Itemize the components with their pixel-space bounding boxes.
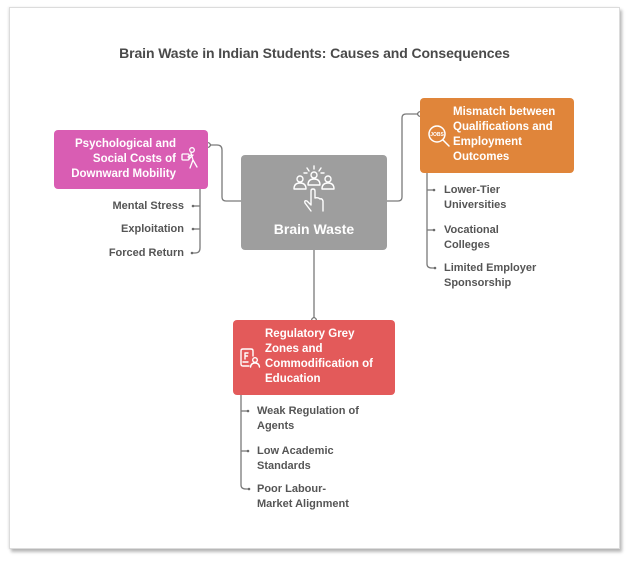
node-label: Regulatory Grey Zones and Commodificatio… bbox=[265, 327, 393, 387]
document-user-icon bbox=[240, 348, 261, 368]
item-line: Vocational bbox=[444, 224, 499, 236]
label-line: Downward Mobility bbox=[71, 168, 176, 180]
branch-line-regulatory bbox=[240, 395, 249, 490]
item-line: Lower-Tier bbox=[444, 184, 501, 196]
list-item-limited-employer-sponsorship: Limited Employer Sponsorship bbox=[444, 261, 536, 291]
svg-text:JOBS: JOBS bbox=[430, 132, 444, 138]
job-search-icon: JOBS bbox=[428, 125, 450, 147]
item-line: Colleges bbox=[444, 239, 490, 251]
label-line: Regulatory Grey bbox=[265, 328, 355, 340]
node-label: Mismatch between Qualifications and Empl… bbox=[453, 105, 573, 165]
list-item-forced-return: Forced Return bbox=[108, 247, 184, 259]
node-label: Psychological and Social Costs of Downwa… bbox=[46, 137, 176, 182]
label-line: Psychological and bbox=[75, 138, 176, 150]
node-qualification-mismatch[interactable]: JOBS Mismatch between Qualifications and… bbox=[420, 98, 574, 173]
node-brain-waste[interactable]: Brain Waste bbox=[241, 155, 387, 250]
item-line: Poor Labour- bbox=[257, 483, 327, 495]
item-line: Agents bbox=[257, 420, 295, 432]
item-line: Weak Regulation of bbox=[257, 405, 359, 417]
list-item-lower-tier-universities: Lower-Tier Universities bbox=[444, 183, 506, 213]
list-item-low-academic-standards: Low Academic Standards bbox=[257, 444, 334, 474]
label-line: Employment bbox=[453, 136, 523, 148]
node-label: Brain Waste bbox=[273, 221, 355, 237]
label-line: Mismatch between bbox=[453, 106, 556, 118]
item-line: Universities bbox=[444, 199, 507, 211]
item-line: Standards bbox=[257, 460, 311, 472]
list-item-poor-labour-market-alignment: Poor Labour- Market Alignment bbox=[257, 482, 349, 512]
label-line: Social Costs of bbox=[92, 153, 176, 165]
branch-line-psychological bbox=[192, 189, 201, 254]
list-item-vocational-colleges: Vocational Colleges bbox=[444, 223, 499, 253]
label-line: Commodification of bbox=[265, 358, 373, 370]
list-item-mental-stress: Mental Stress bbox=[112, 200, 184, 212]
node-regulatory-grey-zones[interactable]: Regulatory Grey Zones and Commodificatio… bbox=[233, 320, 395, 395]
list-item-exploitation: Exploitation bbox=[121, 223, 184, 235]
item-line: Low Academic bbox=[257, 445, 334, 457]
connector-center-to-mismatch bbox=[387, 113, 420, 202]
list-item-weak-regulation-of-agents: Weak Regulation of Agents bbox=[257, 404, 359, 434]
person-carrying-box-icon bbox=[181, 147, 198, 169]
item-line: Sponsorship bbox=[444, 277, 512, 289]
branch-line-mismatch bbox=[426, 173, 435, 269]
diagram-title: Brain Waste in Indian Students: Causes a… bbox=[119, 45, 510, 61]
item-line: Market Alignment bbox=[257, 498, 349, 510]
label-line: Outcomes bbox=[453, 151, 510, 163]
people-tap-icon bbox=[293, 165, 335, 212]
item-line: Limited Employer bbox=[444, 262, 537, 274]
node-psychological-social-costs[interactable]: Psychological and Social Costs of Downwa… bbox=[54, 130, 208, 189]
label-line: Zones and bbox=[265, 343, 323, 355]
connector-center-to-psychological bbox=[208, 144, 241, 202]
label-line: Education bbox=[265, 373, 321, 385]
label-line: Qualifications and bbox=[453, 121, 553, 133]
